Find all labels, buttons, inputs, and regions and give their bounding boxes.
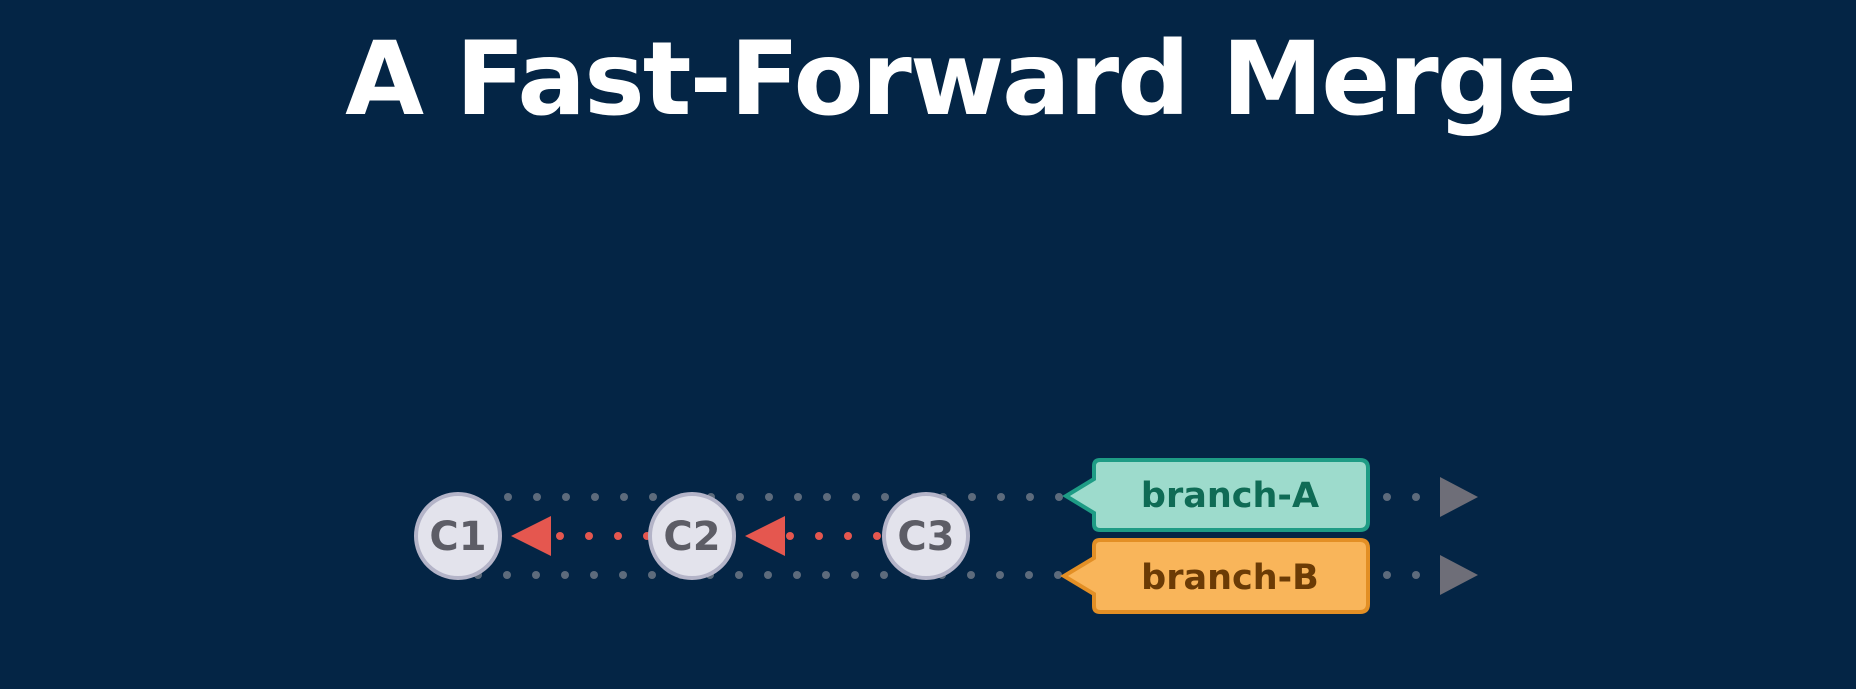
track-dot [996, 571, 1004, 579]
track-dot [1383, 571, 1391, 579]
track-dot [591, 493, 599, 501]
track-dot [648, 571, 656, 579]
commit-c3-node [882, 492, 970, 580]
track-dot [1412, 493, 1420, 501]
branch-a-tag [1062, 458, 1370, 532]
track-dot [997, 493, 1005, 501]
track-dot [620, 493, 628, 501]
commit-c3[interactable]: C3 [882, 492, 970, 580]
branch-b-tag [1060, 538, 1370, 614]
track-dot [736, 493, 744, 501]
slide-title: A Fast-Forward Merge [345, 20, 1577, 139]
track-dot [649, 493, 657, 501]
track-dot [1412, 571, 1420, 579]
parent-link-dot [585, 532, 593, 540]
track-dot [735, 571, 743, 579]
track-dot [504, 493, 512, 501]
track-dot [822, 571, 830, 579]
track-dot [881, 493, 889, 501]
track-dot [794, 493, 802, 501]
parent-link-dot [873, 532, 881, 540]
track-dot [619, 571, 627, 579]
commit-c1[interactable]: C1 [414, 492, 502, 580]
commit-c3-label: C3 [897, 514, 954, 560]
track-dot [532, 571, 540, 579]
track-dot [852, 493, 860, 501]
track-dot [590, 571, 598, 579]
track-dot [851, 571, 859, 579]
parent-arrow-icon [511, 516, 551, 556]
track-dot [764, 571, 772, 579]
branch-b-track [474, 571, 1420, 579]
commit-c1-node [414, 492, 502, 580]
track-dot [1383, 493, 1391, 501]
track-dot [1054, 571, 1062, 579]
branch-a-label: branch-A [1141, 476, 1319, 516]
parent-link-c2-to-c1 [511, 516, 651, 556]
commit-c2[interactable]: C2 [648, 492, 736, 580]
commit-c1-label: C1 [429, 514, 486, 560]
commit-c2-node [648, 492, 736, 580]
branch-a-pointer[interactable]: branch-A [1062, 458, 1370, 532]
track-dot [823, 493, 831, 501]
commit-c2-label: C2 [663, 514, 720, 560]
branch-a-track-arrow-icon [1440, 477, 1478, 517]
track-dot [561, 571, 569, 579]
track-dot [793, 571, 801, 579]
track-dot [1055, 493, 1063, 501]
parent-link-dot [844, 532, 852, 540]
parent-link-dot [614, 532, 622, 540]
branch-b-label: branch-B [1141, 558, 1319, 598]
branch-b-track-arrow-icon [1440, 555, 1478, 595]
track-dot [533, 493, 541, 501]
track-dot [562, 493, 570, 501]
parent-link-dot [786, 532, 794, 540]
track-dot [765, 493, 773, 501]
parent-link-c3-to-c2 [745, 516, 881, 556]
track-dot [1026, 493, 1034, 501]
branch-b-pointer[interactable]: branch-B [1060, 538, 1370, 614]
track-dot [967, 571, 975, 579]
parent-link-dot [815, 532, 823, 540]
track-dot [1025, 571, 1033, 579]
parent-arrow-icon [745, 516, 785, 556]
parent-link-dot [556, 532, 564, 540]
track-dot [503, 571, 511, 579]
track-dot [968, 493, 976, 501]
track-dot [880, 571, 888, 579]
